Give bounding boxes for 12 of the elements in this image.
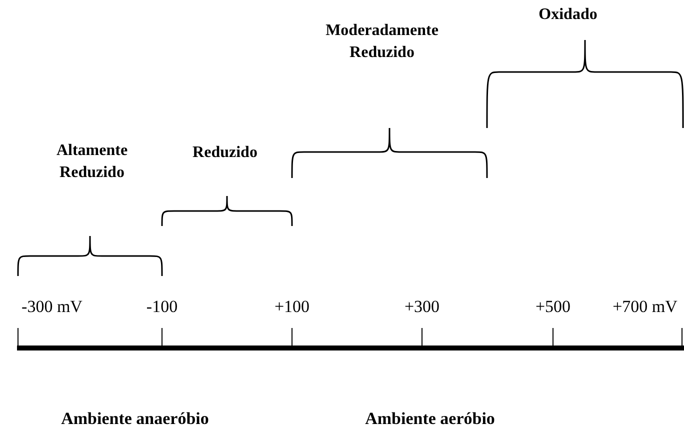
zone-label: Ambiente anaeróbio: [60, 408, 210, 430]
tick-label: +300: [403, 296, 441, 318]
zone-label: Ambiente aeróbio: [364, 408, 496, 430]
tick-label: +500: [534, 296, 572, 318]
range-label: Altamente Reduzido: [55, 141, 129, 183]
tick-label: -100: [145, 296, 179, 318]
range-label: Moderadamente Reduzido: [324, 21, 440, 63]
range-label: Oxidado: [538, 5, 598, 25]
tick-label: -300 mV: [20, 296, 84, 318]
tick-label: +100: [273, 296, 311, 318]
range-label: Reduzido: [192, 143, 258, 163]
tick-label: +700 mV: [612, 296, 678, 318]
